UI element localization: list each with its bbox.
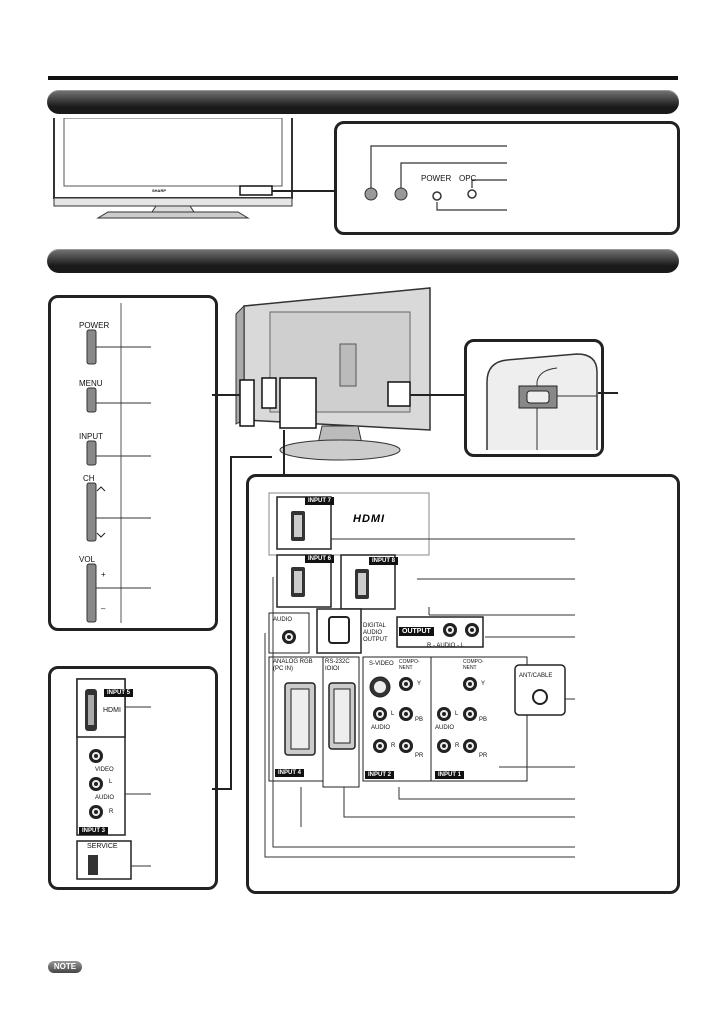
input1-y-jack (463, 677, 477, 691)
input2-audio-label: AUDIO (371, 725, 391, 731)
component2-label: COMPO-NENT (399, 659, 420, 671)
note-badge: NOTE (48, 961, 82, 973)
pc-audio-label: AUDIO (273, 617, 293, 623)
video-label: VIDEO (95, 767, 114, 773)
opc-sensor-label: OPC (459, 174, 477, 183)
side-terminal-connector-vertical (230, 456, 232, 788)
input1-audio-label: AUDIO (435, 725, 455, 731)
video-jack (89, 749, 103, 763)
input1-pb-jack (463, 707, 477, 721)
ac-inlet-connector (410, 394, 468, 396)
input2-pr-label: PR (415, 753, 424, 759)
top-rule (48, 76, 678, 80)
input2-audio-l-jack (373, 707, 387, 721)
rs232c-label: RS-232C IOIOI (325, 659, 350, 672)
hdmi-logo: HDMI (353, 513, 386, 525)
input1-badge: INPUT 1 (435, 771, 465, 779)
input2-pb-jack (399, 707, 413, 721)
side-input-label: INPUT (79, 432, 103, 441)
input2-y-jack (399, 677, 413, 691)
side-ch-label: CH (83, 474, 95, 483)
section-bar-rear (47, 249, 679, 273)
audio-l-label: L (109, 779, 113, 785)
side-terminal-connector-top (230, 456, 272, 458)
tv-front-illustration: SHARP (48, 118, 298, 223)
input2-badge: INPUT 2 (365, 771, 395, 779)
input2-l-label: L (391, 711, 395, 717)
input1-pr-jack (463, 739, 477, 753)
s-video-label: S-VIDEO (369, 661, 394, 667)
output-badge: OUTPUT (399, 627, 434, 636)
digital-audio-output-label: DIGITAL AUDIO OUTPUT (363, 623, 388, 643)
brand-mark: SHARP (152, 188, 167, 193)
vol-plus-label: + (101, 570, 106, 579)
side-hdmi-label: HDMI (103, 707, 121, 714)
side-buttons-panel: POWER MENU INPUT CH VOL + – (48, 295, 218, 631)
component1-label: COMPO-NENT (463, 659, 484, 671)
power-indicator-label: POWER (421, 174, 452, 183)
side-buttons-connector (212, 394, 240, 396)
side-menu-label: MENU (79, 379, 103, 388)
side-terminal-connector-horizontal (212, 788, 232, 790)
input5-badge: INPUT 5 (104, 689, 134, 697)
input2-y-label: Y (417, 681, 422, 687)
service-label: SERVICE (87, 843, 118, 850)
side-power-label: POWER (79, 321, 110, 330)
ac-inlet-callout (598, 392, 618, 394)
input1-pb-label: PB (479, 717, 488, 723)
input2-r-label: R (391, 743, 396, 749)
input1-r-label: R (455, 743, 460, 749)
tv-rear-illustration (232, 284, 438, 464)
input6-badge: INPUT 6 (305, 555, 335, 563)
input8-badge: INPUT 8 (369, 557, 399, 565)
r-audio-l-label: R - AUDIO - L (427, 643, 465, 649)
section-bar-front (47, 90, 679, 114)
output-l-jack (465, 623, 479, 637)
front-indicator-panel: POWER OPC (334, 121, 680, 235)
input3-badge: INPUT 3 (79, 827, 109, 835)
input1-l-label: L (455, 711, 459, 717)
front-connector-line (272, 190, 336, 192)
input1-audio-l-jack (437, 707, 451, 721)
pc-audio-jack (282, 630, 296, 644)
side-audio-label: AUDIO (95, 795, 115, 801)
rear-terminals-panel: INPUT 7 HDMI INPUT 6 INPUT 8 AUDIO DIGIT… (246, 474, 680, 894)
vol-minus-label: – (101, 604, 106, 613)
input4-badge: INPUT 4 (275, 769, 305, 777)
audio-l-jack (89, 777, 103, 791)
analog-rgb-label: ANALOG RGB (PC IN) (273, 659, 313, 672)
side-terminals-panel: INPUT 5 HDMI VIDEO L AUDIO R INPUT 3 SER… (48, 666, 218, 890)
input2-pb-label: PB (415, 717, 424, 723)
input2-audio-r-jack (373, 739, 387, 753)
audio-r-label: R (109, 809, 114, 815)
input1-audio-r-jack (437, 739, 451, 753)
audio-r-jack (89, 805, 103, 819)
rear-terminal-connector (283, 430, 285, 476)
side-vol-label: VOL (79, 555, 96, 564)
input7-badge: INPUT 7 (305, 497, 335, 505)
input1-pr-label: PR (479, 753, 488, 759)
input2-pr-jack (399, 739, 413, 753)
output-r-jack (443, 623, 457, 637)
input1-y-label: Y (481, 681, 486, 687)
ant-cable-label: ANT/CABLE (519, 673, 553, 679)
ac-inlet-panel (464, 339, 604, 457)
